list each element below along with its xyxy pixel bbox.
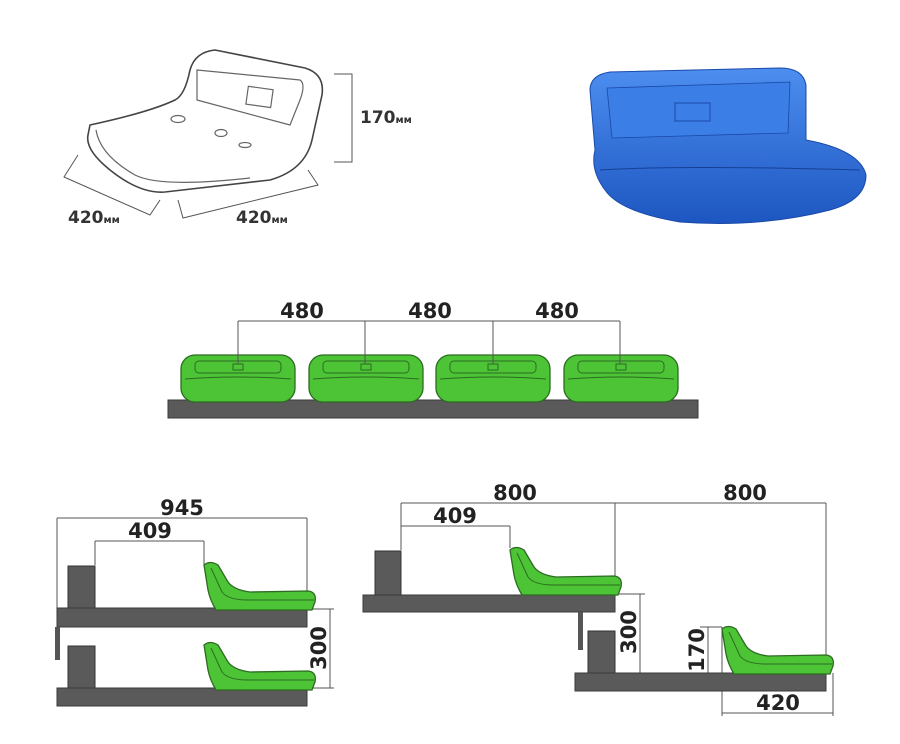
row-spacing-label-3: 480 [535,299,579,323]
sketch-width-label: 420мм [236,208,288,228]
row-spacing-label-2: 480 [408,299,452,323]
row-spacing-dimension-lines [237,320,621,364]
flat-tier-dimension-lines [56,517,334,689]
bolt [55,627,60,660]
stepped-tier-seat-depth-label: 420 [756,691,800,715]
upper-post [67,565,96,611]
lower-step-post [587,630,616,676]
upper-step-post [374,550,402,598]
lower-beam [56,687,308,707]
seat-sketch [86,49,324,193]
sketch-height-label: 170мм [360,108,412,128]
lower-post [67,645,96,691]
stepped-tier-upper-tread-label: 800 [493,481,537,505]
blue-seat-render [589,67,867,224]
stepped-tier-seat-offset-label: 409 [433,504,477,528]
flat-tier-section: 945 409 300 [55,496,334,707]
sketch-depth-bracket [63,154,161,216]
lower-step-seat-profile [721,625,834,675]
row-layout: 480 480 480 [167,299,699,419]
upper-seat-profile [203,561,316,611]
row-beam [167,399,699,419]
sketch-width-bracket [177,169,319,219]
lower-seat-profile [203,641,316,691]
lower-step-beam [574,672,827,692]
stepped-tier-seat-height-label: 170 [685,628,709,672]
sketch-depth-label: 420мм [68,208,120,228]
sketch-height-bracket [334,73,353,163]
upper-step-beam [362,594,616,613]
flat-tier-seat-offset-label: 409 [128,519,172,543]
front-seat-2 [308,354,424,403]
row-spacing-label-1: 480 [280,299,324,323]
front-seat-4 [563,354,679,403]
stepped-tier-lower-tread-label: 800 [723,481,767,505]
flat-tier-rise-label: 300 [307,626,331,670]
stepped-tier-section: 800 800 409 300 170 420 [362,481,834,716]
flat-tier-total-depth-label: 945 [160,496,204,520]
stepped-tier-dimension-lines [400,502,834,716]
stepped-tier-rise-label: 300 [617,610,641,654]
step-bolt [578,612,583,650]
upper-step-seat-profile [509,546,622,596]
upper-beam [56,607,308,628]
